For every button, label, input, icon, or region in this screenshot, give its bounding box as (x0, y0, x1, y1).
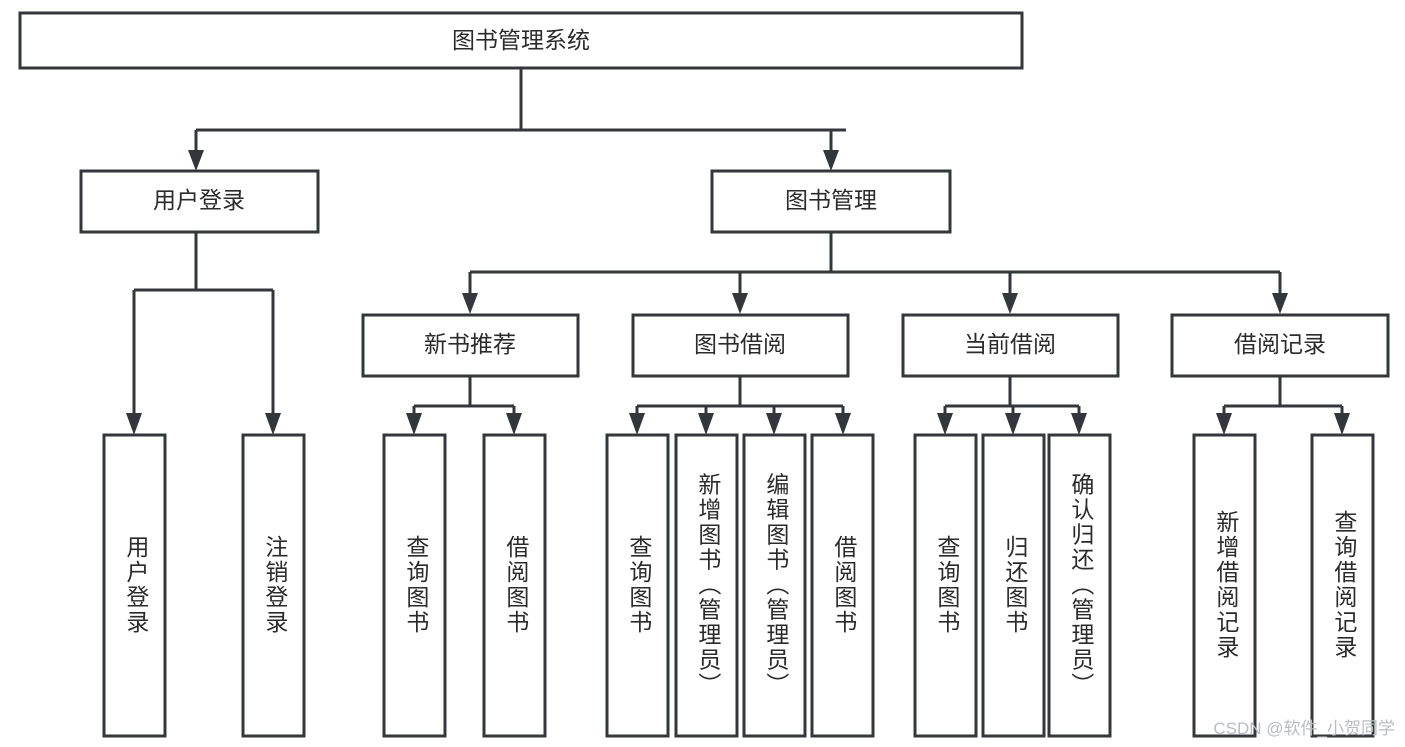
leaf-record-query-record[interactable]: 查询借阅记录 (1310, 433, 1375, 738)
leaf-record-query-record-label: 查询借阅记录 (1331, 510, 1358, 660)
connector-borrow-to-leaves (629, 377, 851, 435)
connector-root-to-level2 (188, 68, 846, 171)
leaf-borrow-edit-book-label: 编辑图书（管理员） (763, 473, 790, 698)
node-book-borrow[interactable]: 图书借阅 (631, 313, 850, 378)
leaf-current-return-book[interactable]: 归还图书 (981, 433, 1046, 738)
node-user-login[interactable]: 用户登录 (79, 169, 320, 234)
leaf-recommend-query-book[interactable]: 查询图书 (382, 433, 447, 738)
leaf-current-confirm-return[interactable]: 确认归还（管理员） (1047, 433, 1112, 738)
node-current-borrow[interactable]: 当前借阅 (901, 313, 1120, 378)
leaf-record-add-record[interactable]: 新增借阅记录 (1192, 433, 1257, 738)
leaf-current-confirm-return-label: 确认归还（管理员） (1068, 473, 1095, 698)
leaf-current-query-book-label: 查询图书 (934, 535, 961, 635)
connector-current-to-leaves (937, 377, 1087, 435)
node-new-book-recommend-label: 新书推荐 (424, 331, 516, 357)
node-user-login-label: 用户登录 (153, 187, 245, 213)
leaf-current-query-book[interactable]: 查询图书 (913, 433, 978, 738)
leaf-recommend-borrow-book[interactable]: 借阅图书 (482, 433, 547, 738)
leaf-borrow-add-book-label: 新增图书（管理员） (695, 473, 722, 698)
leaf-borrow-borrow-book[interactable]: 借阅图书 (810, 433, 875, 738)
leaf-borrow-edit-book[interactable]: 编辑图书（管理员） (742, 433, 807, 738)
leaf-recommend-borrow-book-label: 借阅图书 (503, 535, 530, 635)
connector-bookmgmt-to-level3 (462, 232, 1288, 314)
leaf-recommend-query-book-label: 查询图书 (403, 535, 430, 635)
node-root-label: 图书管理系统 (452, 27, 590, 53)
connector-record-to-leaves (1216, 377, 1350, 435)
node-root-system[interactable]: 图书管理系统 (18, 11, 1024, 70)
node-current-borrow-label: 当前借阅 (964, 331, 1056, 357)
leaf-user-login-login-label: 用户登录 (123, 535, 150, 635)
leaf-current-return-book-label: 归还图书 (1002, 535, 1029, 635)
node-book-management-label: 图书管理 (785, 187, 877, 213)
leaf-user-login-logout[interactable]: 注销登录 (241, 433, 306, 738)
leaf-borrow-query-book[interactable]: 查询图书 (605, 433, 670, 738)
node-book-management[interactable]: 图书管理 (710, 169, 952, 234)
leaf-borrow-add-book[interactable]: 新增图书（管理员） (674, 433, 739, 738)
leaf-record-add-record-label: 新增借阅记录 (1213, 510, 1240, 660)
node-book-borrow-label: 图书借阅 (694, 331, 786, 357)
connector-recommend-to-leaves (406, 375, 522, 435)
node-new-book-recommend[interactable]: 新书推荐 (361, 313, 580, 378)
leaf-borrow-query-book-label: 查询图书 (626, 535, 653, 635)
leaf-borrow-borrow-book-label: 借阅图书 (831, 535, 858, 635)
node-borrow-record[interactable]: 借阅记录 (1170, 313, 1390, 378)
connector-userlogin-to-leaves (126, 232, 281, 435)
leaf-user-login-logout-label: 注销登录 (262, 535, 289, 635)
node-borrow-record-label: 借阅记录 (1234, 331, 1326, 357)
leaf-user-login-login[interactable]: 用户登录 (102, 433, 167, 738)
